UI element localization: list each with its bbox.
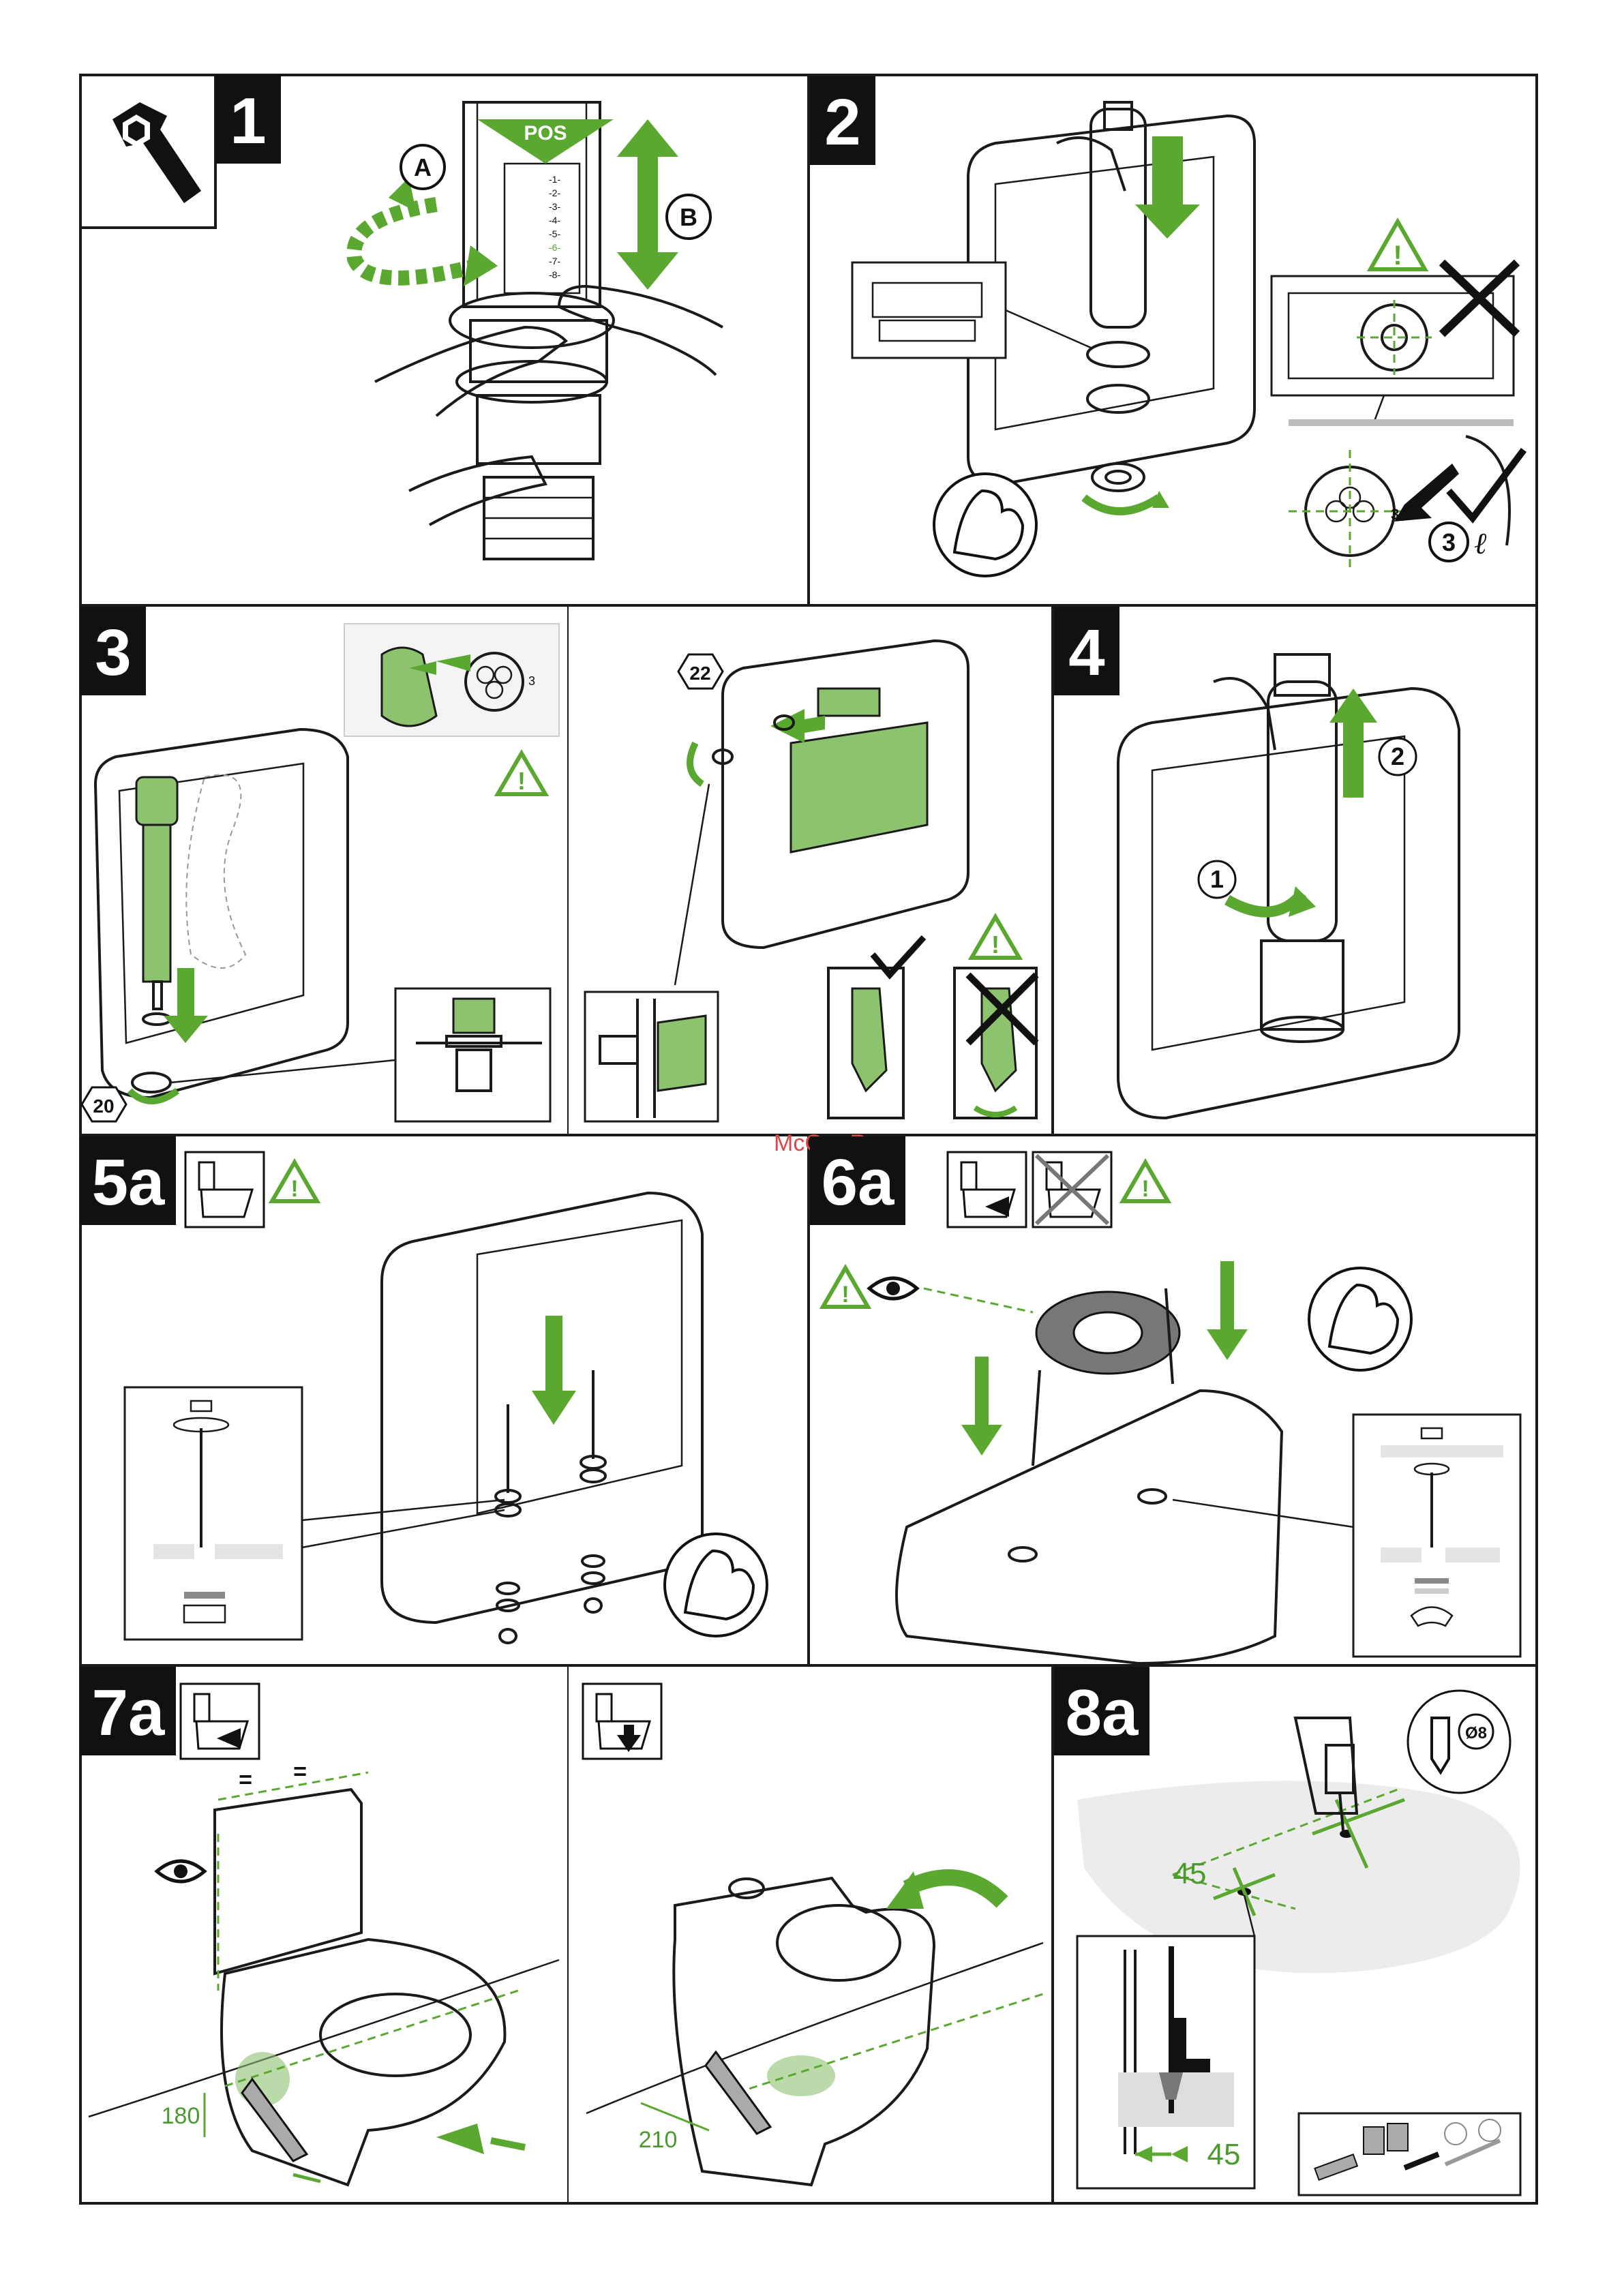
panel-1: 1 -1- -2- -3- -4- -5- -6- - xyxy=(80,75,723,559)
strength-arm-icon xyxy=(934,474,1036,576)
svg-text:A: A xyxy=(414,153,432,181)
bolt-detail-inset xyxy=(125,1387,505,1640)
scale-mark: 3 xyxy=(528,674,535,688)
scale-mark: -7- xyxy=(549,256,560,267)
cistern-illustration xyxy=(968,102,1254,484)
bolt-detail-inset xyxy=(1173,1415,1520,1657)
equal-marker: = xyxy=(239,1767,252,1793)
lock-nut-illustration xyxy=(132,1073,170,1092)
panel-8a: 8a 45 Ø8 xyxy=(1054,1667,1520,2195)
capacity-unit: ℓ xyxy=(1474,527,1487,560)
toilet-illustration xyxy=(89,1772,559,2185)
panel-4: 4 1 2 xyxy=(1054,607,1459,1118)
cistern-illustration xyxy=(675,641,968,985)
drill-bit-icon xyxy=(1408,1691,1510,1793)
height-scale: -1- -2- -3- -4- -5- -6- -7- -8- xyxy=(549,174,560,280)
step-number-6a: 6a xyxy=(822,1146,894,1219)
equal-marker: = xyxy=(293,1759,307,1785)
height-dimension: 180 xyxy=(162,2103,200,2129)
panel-7a: 7a = = 180 xyxy=(80,1667,1043,2185)
eye-icon xyxy=(869,1278,917,1299)
correct-orientation-inset xyxy=(828,937,924,1118)
drill-size-label: Ø8 xyxy=(1465,1724,1487,1742)
scale-mark: -6- xyxy=(549,242,560,253)
svg-text:1: 1 xyxy=(1210,865,1224,893)
svg-text:20: 20 xyxy=(93,1096,114,1117)
seal-detail-inset xyxy=(852,262,1091,358)
toilet-outlet-icon xyxy=(185,1152,264,1227)
step-number-1: 1 xyxy=(230,85,266,157)
panel-5a: 5a ! xyxy=(80,1136,767,1643)
strength-arm-icon xyxy=(665,1534,767,1636)
rotate-arrow-icon xyxy=(354,205,477,278)
scale-mark: -3- xyxy=(549,201,560,212)
cistern-illustration xyxy=(1118,654,1459,1118)
step-number-7a: 7a xyxy=(92,1676,165,1749)
scale-mark: -5- xyxy=(549,228,560,239)
panel-3: 3 3 ! 20 xyxy=(80,607,1036,1121)
svg-text:!: ! xyxy=(1141,1176,1149,1202)
wrong-orientation-inset xyxy=(954,968,1036,1118)
svg-text:22: 22 xyxy=(689,663,710,684)
connection-detail-inset xyxy=(585,992,718,1121)
warning-icon: ! xyxy=(972,917,1019,958)
panel-6a: 6a ! ! xyxy=(810,1136,1520,1663)
step-number-2: 2 xyxy=(824,86,860,159)
svg-text:3: 3 xyxy=(1442,528,1456,556)
tools-box xyxy=(80,75,215,228)
step-number-4: 4 xyxy=(1068,616,1104,689)
offset-dimension: 45 xyxy=(1207,2138,1241,2171)
toilet-outlet-icon xyxy=(583,1684,661,1759)
scale-mark: -2- xyxy=(549,187,560,198)
lock-nut-illustration xyxy=(1084,464,1169,511)
warning-icon: ! xyxy=(823,1268,868,1308)
torque-callout-20: 20 xyxy=(82,1087,126,1121)
pos-label: POS xyxy=(524,122,567,145)
svg-text:!: ! xyxy=(991,931,999,958)
eye-icon xyxy=(157,1861,205,1882)
torque-callout-22: 22 xyxy=(678,654,723,689)
warning-icon: ! xyxy=(1123,1162,1168,1202)
toilet-outlet-icon xyxy=(1033,1152,1111,1227)
svg-text:B: B xyxy=(680,203,697,231)
scale-mark: -1- xyxy=(549,174,560,185)
cistern-illustration xyxy=(382,1193,702,1643)
warning-icon: ! xyxy=(1370,222,1425,271)
step-number-3: 3 xyxy=(95,616,131,689)
svg-text:!: ! xyxy=(290,1176,298,1202)
fixing-kit-inset xyxy=(1299,2113,1520,2195)
svg-text:!: ! xyxy=(1393,241,1402,271)
scale-mark: -8- xyxy=(549,269,560,280)
svg-text:!: ! xyxy=(841,1282,849,1308)
svg-text:2: 2 xyxy=(1391,742,1404,770)
strength-arm-icon xyxy=(1309,1268,1411,1370)
distance-dimension: 210 xyxy=(639,2127,678,2153)
scale-mark: -4- xyxy=(549,215,560,226)
panel-2: 2 xyxy=(810,76,1524,590)
warning-icon: ! xyxy=(498,753,545,795)
connection-detail-inset xyxy=(395,988,550,1121)
step-number-5a: 5a xyxy=(92,1146,165,1219)
toilet-outlet-icon xyxy=(948,1152,1026,1227)
step-number-8a: 8a xyxy=(1066,1676,1139,1749)
pencil-icon xyxy=(706,2052,770,2134)
fill-valve-orientation-inset: 3 xyxy=(344,624,559,736)
cistern-illustration xyxy=(95,729,348,1098)
warning-icon: ! xyxy=(272,1162,317,1202)
toilet-outlet-icon xyxy=(181,1684,259,1759)
svg-text:!: ! xyxy=(517,767,526,795)
offset-dimension: 45 xyxy=(1173,1857,1207,1890)
bowl-illustration xyxy=(897,1261,1282,1663)
